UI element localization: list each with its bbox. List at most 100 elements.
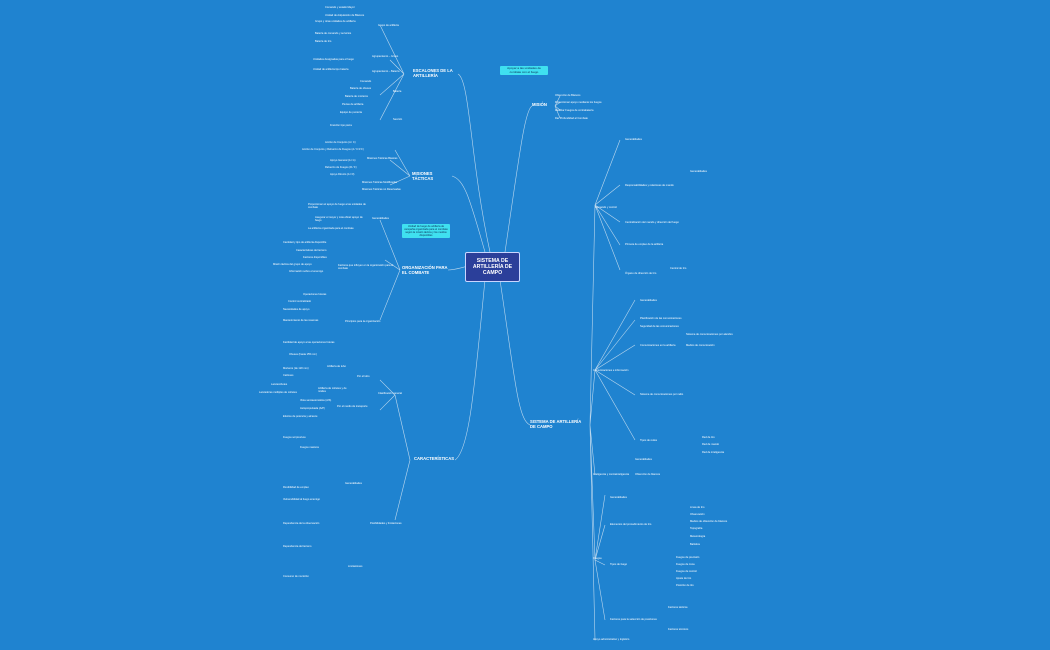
- organizacion-item: Control centralizado: [288, 300, 312, 303]
- branch-escalones[interactable]: ESCALONES DE LA ARTILLERÍA: [413, 68, 453, 78]
- sistema-item: Meteorología: [690, 535, 706, 538]
- sistema-item: Inteligencia y contrainteligencia: [593, 473, 630, 476]
- escalones-item: Equipo de puntería: [340, 111, 362, 114]
- escalones-item: Sección: [393, 118, 403, 121]
- caracteristicas-item: Artillería de cohetes y de misiles: [318, 387, 347, 394]
- misiones-item: Apoyo General (A / G): [330, 159, 356, 162]
- caracteristicas-item: Flexibilidad de empleo: [283, 486, 309, 489]
- sistema-item: Posición de tiro: [676, 584, 694, 587]
- caracteristicas-item: Por el tubo: [357, 375, 370, 378]
- misiones-item: Acción de Conjunto y Refuerzo de Fuegos …: [302, 148, 364, 151]
- organizacion-item: Asegurar el mayor y más eficaz apoyo de …: [315, 216, 363, 223]
- escalones-item: Unidades designadas para el fuego: [313, 58, 354, 61]
- branch-organizacion[interactable]: ORGANIZACIÓN PARA EL COMBATE: [402, 265, 448, 275]
- sistema-item: Central de tiro: [670, 267, 687, 270]
- sistema-item: Generalidades: [635, 458, 652, 461]
- sistema-item: Balística: [690, 543, 700, 546]
- escalones-item: Agrupamiento – Grupo: [372, 55, 399, 58]
- branch-caracteristicas[interactable]: CARACTERÍSTICAS: [414, 456, 455, 461]
- sistema-item: Comunicaciones e información: [593, 369, 629, 372]
- caracteristicas-item: Lanzacohetes: [271, 383, 288, 386]
- sistema-item: Tipos de redes: [640, 439, 658, 442]
- sistema-item: Fuegos: [593, 557, 602, 560]
- sistema-item: Generalidades: [625, 138, 642, 141]
- escalones-item: Batería de obuses: [350, 87, 372, 90]
- root-title: SISTEMA DE ARTILLERÍA DE CAMPO: [472, 257, 513, 277]
- sistema-item: Medios de comunicación: [686, 344, 715, 347]
- escalones-item: Agrupamiento – Batería: [372, 70, 400, 73]
- organizacion-item: Mantenimiento de las reservas: [283, 319, 319, 322]
- sistema-item: Ajuste de tiro: [676, 577, 692, 580]
- organizacion-item: Factores que influyen en la organización…: [338, 264, 394, 271]
- mision-item: Dar Profundidad al Combate: [555, 117, 588, 120]
- sistema-item: Órgano de dirección de tiro: [625, 272, 657, 275]
- escalones-item: Batería de tiro: [315, 40, 332, 43]
- escalones-item: Batería de morteros: [345, 95, 368, 98]
- organizacion-item: Operaciones futuras: [303, 293, 327, 296]
- sistema-item: Apoyo administrativo y logístico: [593, 638, 630, 641]
- sistema-item: Seguridad de las comunicaciones: [640, 325, 679, 328]
- organizacion-item: Proporcionan el apoyo de fuego a las uni…: [308, 203, 366, 210]
- caracteristicas-item: Consumo de munición: [283, 575, 309, 578]
- caracteristicas-item: Fuegos sorpresivos: [283, 436, 306, 439]
- caracteristicas-item: Obuses (hasta 155 mm): [289, 353, 317, 356]
- misiones-item: Acción de Conjunto (A / C): [325, 141, 356, 144]
- mision-note: Apoyar a las unidades de combate con el …: [500, 66, 548, 76]
- sistema-item: Generalidades: [640, 299, 657, 302]
- sistema-item: Red de inteligencia: [702, 451, 725, 454]
- caracteristicas-item: Limitaciones: [348, 565, 363, 568]
- misiones-item: Misiones Tácticas Modificadas: [362, 181, 398, 184]
- caracteristicas-item: Clasificación general: [378, 392, 402, 395]
- escalones-item: Batería: [393, 90, 402, 93]
- sistema-item: Topografía: [690, 527, 703, 530]
- branch-mision[interactable]: MISIÓN: [532, 102, 547, 107]
- misiones-item: Apoyo Directo (A / D): [330, 173, 355, 176]
- sistema-item: Responsabilidades y relaciones de mando: [625, 184, 674, 187]
- organizacion-note: Unidad de fuego de artillería de campaña…: [402, 224, 450, 239]
- sistema-item: Fuegos de precisión: [676, 556, 700, 559]
- escalones-item: Unidad de artillería tipo batería: [313, 68, 349, 71]
- sistema-item: Red de tiro: [702, 436, 715, 439]
- escalones-item: Comando y estado Mayor: [325, 6, 355, 9]
- sistema-item: Comunicaciones en la artillería: [640, 344, 676, 347]
- mision-item: Obtención de Blancos: [555, 94, 581, 97]
- organizacion-item: Información sobre el enemigo: [289, 270, 324, 273]
- caracteristicas-item: Dependencia de la observación: [283, 522, 320, 525]
- sistema-item: Medios de obtención de blancos: [690, 520, 728, 523]
- caracteristicas-item: Por el medio de transporte: [337, 405, 368, 408]
- root-node[interactable]: SISTEMA DE ARTILLERÍA DE CAMPO: [465, 252, 520, 282]
- sistema-item: Centralización del mando y dirección del…: [625, 221, 679, 224]
- escalones-item: Unidad de Adquisición de Blancos: [325, 14, 365, 17]
- sistema-item: Planificación de las comunicaciones: [640, 317, 682, 320]
- escalones-item: Grupo de artillería: [378, 24, 399, 27]
- escalones-item: Batería de comando y servicios: [315, 32, 352, 35]
- sistema-item: Generalidades: [610, 496, 627, 499]
- sistema-item: Factores técnicos: [668, 628, 689, 631]
- escalones-item: Grupo y otras unidades de artillería: [315, 20, 356, 23]
- caracteristicas-item: Efectos de potencia y alcance: [283, 415, 318, 418]
- misiones-item: Refuerzo de Fuegos (R / F): [325, 166, 357, 169]
- branch-sistema[interactable]: SISTEMA DE ARTILLERÍA DE CAMPO: [530, 419, 582, 429]
- sistema-item: Generalidades: [690, 170, 707, 173]
- organizacion-item: Generalidades: [372, 217, 389, 220]
- misiones-item: Misiones Tácticas no Reservadas: [362, 188, 401, 191]
- sistema-item: Sistema de comunicaciones por radio: [640, 393, 684, 396]
- caracteristicas-item: Vulnerabilidad al fuego enemigo: [283, 498, 320, 501]
- escalones-item: Piezas de artillería: [342, 103, 364, 106]
- organizacion-item: Facilidad de apoyo a las operaciones fut…: [283, 341, 335, 344]
- branch-misiones-tacticas[interactable]: MISIONES TÁCTICAS: [412, 171, 434, 181]
- caracteristicas-item: Autopropulsada (A/P): [300, 407, 325, 410]
- sistema-item: Primera de empleo de la artillería: [625, 243, 664, 246]
- sistema-item: Fuegos de control: [676, 570, 697, 573]
- mision-item: Proporcionar apoyo mediante los fuegos: [555, 101, 602, 104]
- caracteristicas-item: Vista semiautomática (A/S): [300, 399, 332, 402]
- caracteristicas-item: Cañones: [283, 374, 294, 377]
- sistema-item: Factores tácticos: [668, 606, 688, 609]
- sistema-item: Observación: [690, 513, 705, 516]
- organizacion-item: La artillería organizada para el combate: [308, 227, 354, 230]
- sistema-item: Línea de tiro: [690, 506, 705, 509]
- organizacion-item: Necesidades de apoyo: [283, 308, 310, 311]
- escalones-item: Comando: [360, 80, 372, 83]
- organizacion-item: Cantidad y tipo de artillería disponible: [283, 241, 327, 244]
